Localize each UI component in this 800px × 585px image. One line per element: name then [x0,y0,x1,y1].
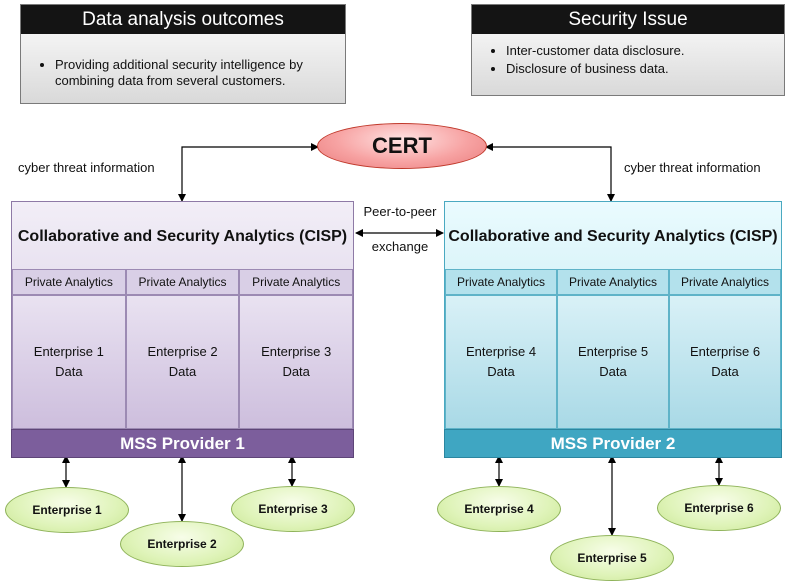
security-title: Security Issue [472,5,784,34]
enterprise-data-row-2: Enterprise 4 Data Enterprise 5 Data Enterp… [445,295,781,429]
p2p-label: Peer-to-peer exchange [356,204,444,254]
enterprise-node-4: Enterprise 4 [437,486,561,532]
right-threat-label: cyber threat information [624,160,761,175]
data-sub: Data [599,364,627,379]
private-analytics-cell: Private Analytics [239,269,354,295]
data-name: Enterprise 3 [261,344,332,359]
enterprise-node-5: Enterprise 5 [550,535,674,581]
cert-node: CERT [317,123,487,169]
security-box: Security Issue Inter-customer data discl… [471,4,785,96]
cisp-panel-1: Collaborative and Security Analytics (CI… [11,201,354,458]
p2p-line1: Peer-to-peer [363,204,437,219]
left-threat-label: cyber threat information [18,160,155,175]
enterprise-node-3: Enterprise 3 [231,486,355,532]
enterprise-data-cell: Enterprise 2 Data [125,295,240,429]
data-name: Enterprise 2 [147,344,218,359]
data-name: Enterprise 6 [689,344,761,359]
security-item: Inter-customer data disclosure. [506,43,784,59]
p2p-line2: exchange [371,239,429,254]
data-name: Enterprise 5 [577,344,649,359]
enterprise-data-cell: Enterprise 4 Data [445,295,557,429]
private-analytics-row-1: Private Analytics Private Analytics Priv… [12,269,354,295]
enterprise-node-1: Enterprise 1 [5,487,129,533]
private-analytics-cell: Private Analytics [125,269,240,295]
cisp-title-1: Collaborative and Security Analytics (CI… [17,228,348,245]
security-list: Inter-customer data disclosure. Disclosu… [472,41,784,79]
data-name: Enterprise 4 [465,344,537,359]
outcomes-item: Providing additional security intelligen… [55,57,345,89]
cisp-panel-2: Collaborative and Security Analytics (CI… [444,201,782,458]
enterprise-data-cell: Enterprise 5 Data [557,295,669,429]
data-sub: Data [168,364,197,379]
outcomes-box: Data analysis outcomes Providing additio… [20,4,346,104]
cisp-title-2: Collaborative and Security Analytics (CI… [448,228,778,245]
enterprise-node-2: Enterprise 2 [120,521,244,567]
cert-right-arrow [485,143,615,202]
data-name: Enterprise 1 [33,344,104,359]
private-analytics-row-2: Private Analytics Private Analytics Priv… [445,269,781,295]
enterprise-data-cell: Enterprise 3 Data [239,295,354,429]
outcomes-title: Data analysis outcomes [21,5,345,34]
enterprise-data-cell: Enterprise 6 Data [669,295,781,429]
outcomes-list: Providing additional security intelligen… [21,55,345,91]
mss-provider-1: MSS Provider 1 [11,429,354,458]
cert-left-arrow [178,143,319,202]
enterprise-data-row-1: Enterprise 1 Data Enterprise 2 Data Enterp… [12,295,354,429]
data-sub: Data [55,364,83,379]
private-analytics-cell: Private Analytics [557,269,669,295]
mss-provider-2: MSS Provider 2 [444,429,782,458]
data-sub: Data [282,364,310,379]
data-sub: Data [711,364,739,379]
private-analytics-cell: Private Analytics [12,269,126,295]
security-item: Disclosure of business data. [506,61,784,77]
private-analytics-cell: Private Analytics [445,269,557,295]
enterprise-node-6: Enterprise 6 [657,485,781,531]
private-analytics-cell: Private Analytics [669,269,781,295]
enterprise-data-cell: Enterprise 1 Data [12,295,126,429]
data-sub: Data [487,364,515,379]
